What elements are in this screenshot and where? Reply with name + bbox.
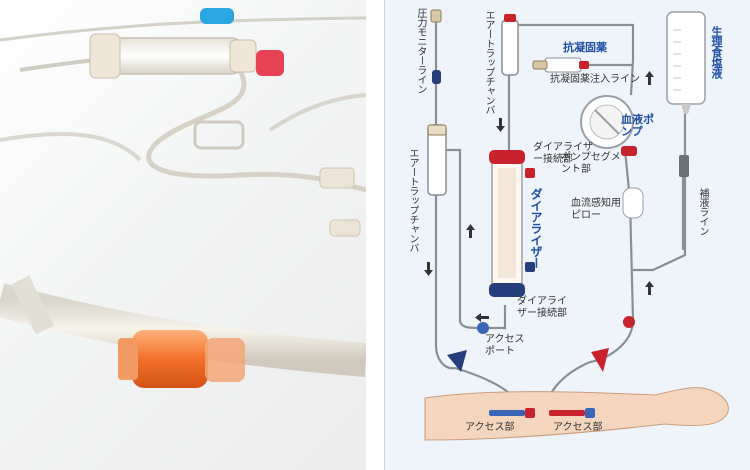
circuit-diagram-panel: 圧力モニターライン エアートラップチャンバ 抗凝固薬 抗凝固薬注入ライン 生理食… [384,0,750,470]
label-pump-segment: ポンプセグメント部 [561,152,621,175]
label-access-left: アクセス部 [465,422,515,433]
label-blood-pump: 血液ポンプ [621,113,654,138]
label-anticoagulant: 抗凝固薬 [563,41,607,54]
blood-flow-pillow [622,187,644,219]
circuit-diagram [424,9,729,441]
label-blood-flow-pillow: 血流感知用ピロー [571,198,621,221]
clamp-right [591,348,609,372]
monitor-filter [432,70,441,84]
red-port [623,316,635,328]
label-saline: 生理食塩液 [710,26,723,79]
clamp-left [447,350,467,372]
air-trap-chamber-top [501,19,519,76]
label-dialyzer-connector-bottom: ダイアライザー接続部 [517,296,567,319]
label-access-right: アクセス部 [553,422,603,433]
dialyzer [489,150,535,297]
arm [424,387,729,441]
label-dialyzer-connector-top: ダイアライザー接続部 [533,142,593,165]
label-pressure-monitor-line: 圧力モニターライン [415,8,426,94]
anticoagulant-syringe [532,57,589,73]
tubing-photo [0,8,366,388]
pressure-monitor-connector [430,9,442,23]
label-air-trap-chamber-top: エアートラップチャンバ [483,10,494,115]
label-fluid-line: 補液ライン [697,188,708,236]
product-photo [0,0,366,470]
label-air-trap-chamber-left: エアートラップチャンバ [407,148,418,253]
label-access-port: アクセスポート [485,334,525,357]
label-anticoagulant-line: 抗凝固薬注入ライン [550,74,640,85]
label-dialyzer: ダイアライザー [529,188,543,269]
access-port [477,322,489,334]
blood-pump [580,95,637,156]
saline-bag [666,11,706,177]
flow-arrows [424,71,654,322]
